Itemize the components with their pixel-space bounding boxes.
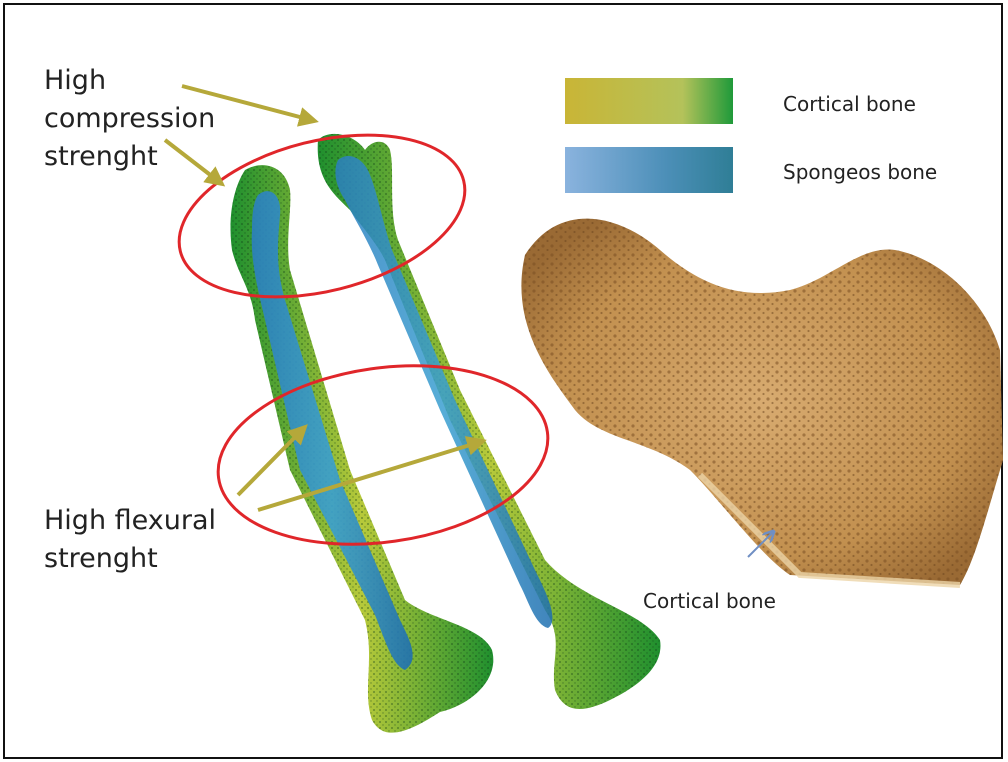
flexural-label: High flexural strenght — [44, 502, 216, 578]
flexural-label-line-1: High flexural — [44, 502, 216, 540]
compression-label-line-1: High — [44, 62, 215, 100]
compression-label: High compression strenght — [44, 62, 215, 176]
compression-label-line-2: compression — [44, 100, 215, 138]
bone-photo — [521, 219, 1003, 585]
legend-label-cortical: Cortical bone — [783, 92, 916, 116]
legend-label-spongeos: Spongeos bone — [783, 160, 937, 184]
cortical-callout-label: Cortical bone — [643, 589, 776, 613]
flexural-label-line-2: strenght — [44, 540, 216, 578]
legend-swatch-spongeos — [565, 147, 733, 193]
legend-swatch-cortical — [565, 78, 733, 124]
compression-label-line-3: strenght — [44, 138, 215, 176]
